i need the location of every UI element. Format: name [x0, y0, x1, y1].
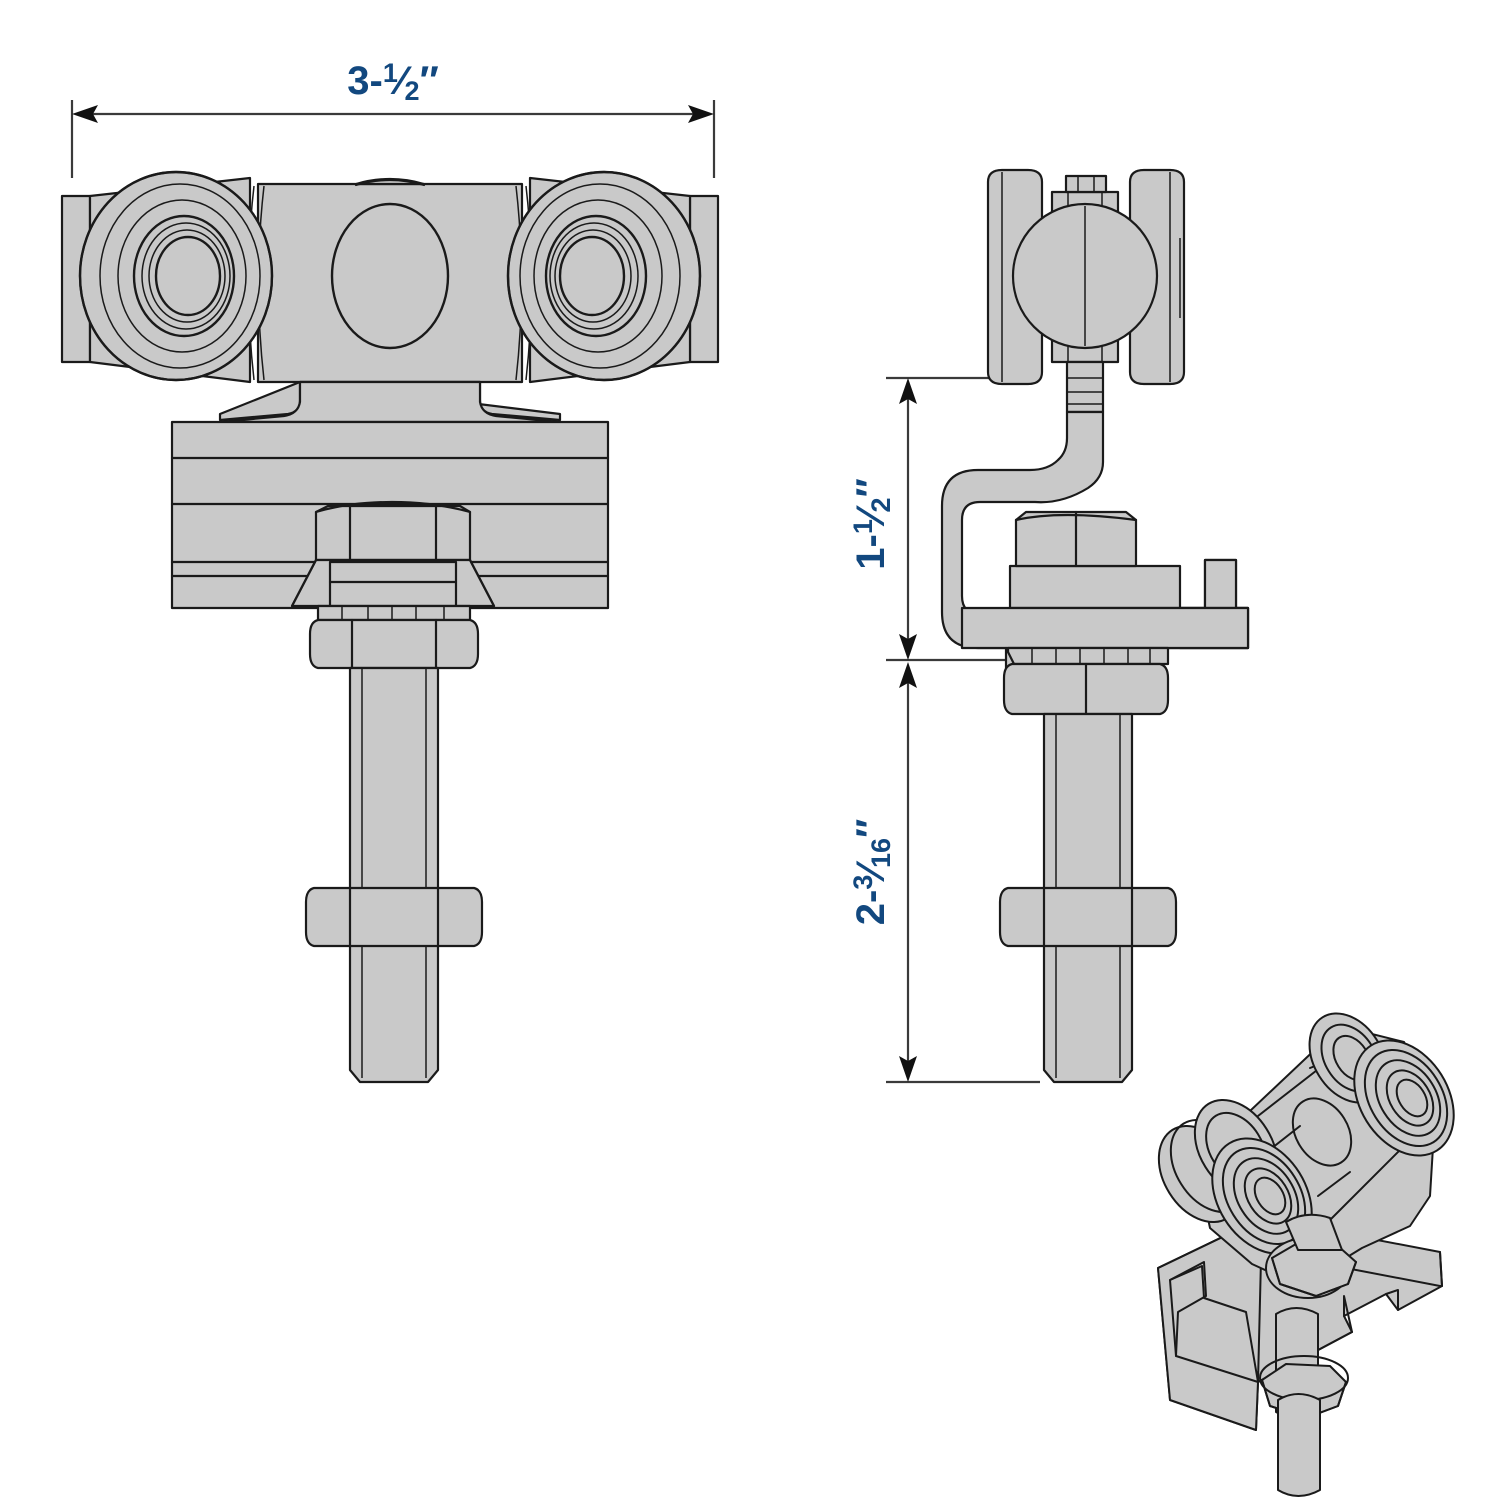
upper-hex-nut-side: [1014, 510, 1138, 568]
bearing-wheel-left: [78, 170, 274, 382]
washer-plate-front: [290, 558, 496, 608]
hexnut-upper-side-chamfer: [1014, 513, 1138, 522]
washer-bevel-right: [468, 558, 496, 608]
iso-threaded-rod: [1259, 1307, 1349, 1497]
hexnut-lower-outline: [308, 618, 480, 670]
lower-hex-nut-front: [308, 604, 480, 670]
rod-shaft: [348, 666, 440, 1084]
body-neck-front: [218, 380, 562, 424]
nut-washer-band: [316, 604, 472, 622]
dimension-label-overall-width: 3-1⁄2″: [347, 58, 439, 106]
bracket-plate-lip: [1203, 558, 1238, 610]
wheel-outer-ring-right: [506, 170, 702, 382]
wheel-ring3-right: [533, 199, 663, 353]
wheel-ring4-right: [544, 214, 648, 338]
wheel-ring5-right: [549, 222, 639, 330]
iso-wheel-front-right: [1353, 1039, 1455, 1157]
washer-core: [328, 560, 458, 608]
arrowhead-bolt-top: [899, 662, 917, 688]
lower-hex-nut-side: [1002, 646, 1170, 716]
wheel-ring2-right: [519, 183, 681, 369]
arrowhead-drop-bottom: [899, 634, 917, 660]
upper-hex-nut-front: [314, 500, 472, 562]
side-view: 1-1⁄2″ 2-3⁄16″: [848, 168, 1250, 1084]
dimension-label-bracket-drop: 1-1⁄2″: [848, 478, 896, 570]
iso-view: [1157, 1012, 1455, 1497]
iso-hex-nut: [1265, 1213, 1357, 1299]
iso-center-oval-hole: [1291, 1097, 1353, 1167]
wheel-bore-right: [558, 235, 626, 317]
bearing-wheel-right: [506, 170, 702, 382]
wheel-outer-ring-left: [78, 170, 274, 382]
iso-nut-boss: [1285, 1213, 1343, 1251]
body-center-block: [256, 182, 524, 384]
axle-cap-top: [1064, 174, 1108, 194]
dimension-bolt-length: 2-3⁄16″: [848, 662, 1040, 1084]
adjustment-hex-nut-front: [304, 886, 484, 948]
arrowhead-bolt-bottom: [899, 1056, 917, 1082]
threaded-rod-front: [348, 666, 440, 1084]
bracket-plate-side: [1008, 564, 1182, 610]
iso-rod-lower: [1277, 1393, 1321, 1497]
adj-hexnut-outline: [304, 886, 484, 948]
dimension-overall-width: 3-1⁄2″: [70, 58, 716, 178]
iso-plate-channel: [1157, 1217, 1263, 1431]
wheel-ring5-left: [141, 222, 231, 330]
body-top-boss-edge: [354, 178, 426, 187]
wheel-bore-left: [154, 235, 222, 317]
hexnut-upper-outline: [314, 504, 472, 562]
wheel-ring4-left: [132, 214, 236, 338]
arrowhead-drop-top: [899, 378, 917, 404]
wheel-ring3-left: [117, 199, 247, 353]
wheel-ring2-left: [99, 183, 261, 369]
bracket-plate-web: [960, 606, 1250, 650]
side-view-wheel-assembly: [986, 168, 1186, 414]
dimension-label-bolt-length: 2-3⁄16″: [848, 819, 896, 926]
c-bracket-arm: [940, 410, 1250, 650]
arrowhead-left: [72, 105, 98, 123]
front-view: 3-1⁄2″: [60, 58, 720, 1084]
wheel-ring6-right: [554, 229, 632, 323]
hexnut-upper-chamfer: [314, 500, 472, 514]
washer-bevel-left: [290, 558, 318, 608]
adj-hexnut-side-outline: [998, 886, 1178, 948]
wheel-ring6-left: [148, 229, 226, 323]
adjustment-hex-nut-side: [998, 886, 1178, 948]
arrowhead-right: [688, 105, 714, 123]
center-oval-hole: [330, 202, 450, 350]
